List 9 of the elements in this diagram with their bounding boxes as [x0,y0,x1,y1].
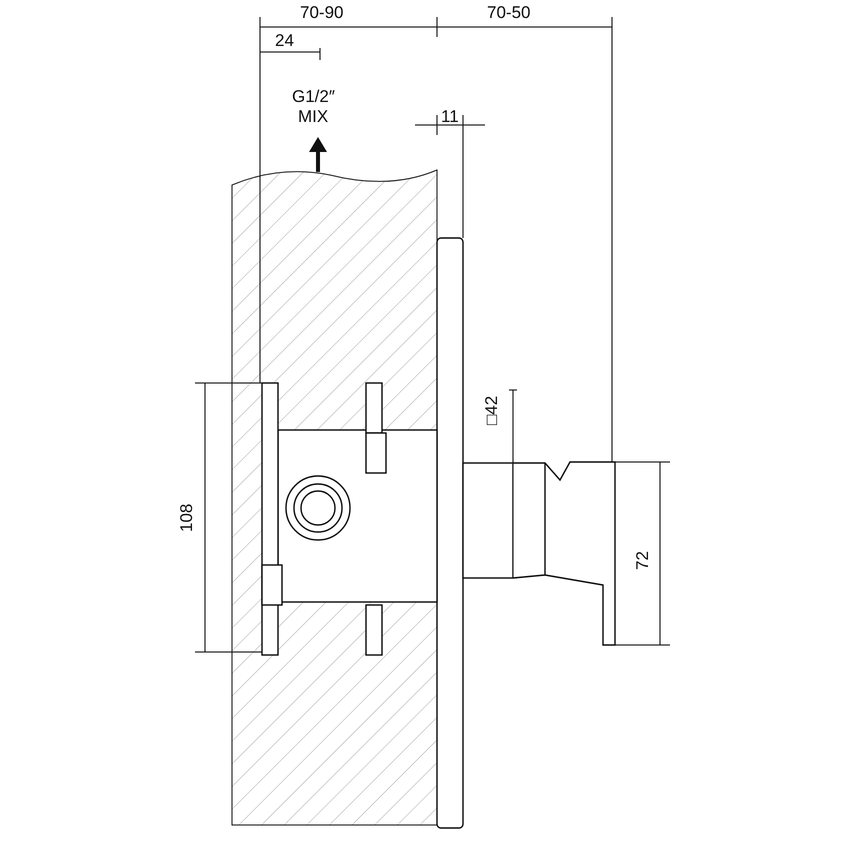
dimension-label: 11 [441,108,459,125]
dimension-label: MIX [298,108,328,125]
dimension-label: □42 [483,396,500,425]
dimension-label: 108 [178,504,195,532]
dimension-label: 70-90 [300,4,344,21]
dimension-label: 72 [634,551,651,570]
dimension-label: G1/2″ [292,88,335,105]
dimension-label: 70-50 [487,4,530,21]
dimension-label: 24 [275,32,294,49]
